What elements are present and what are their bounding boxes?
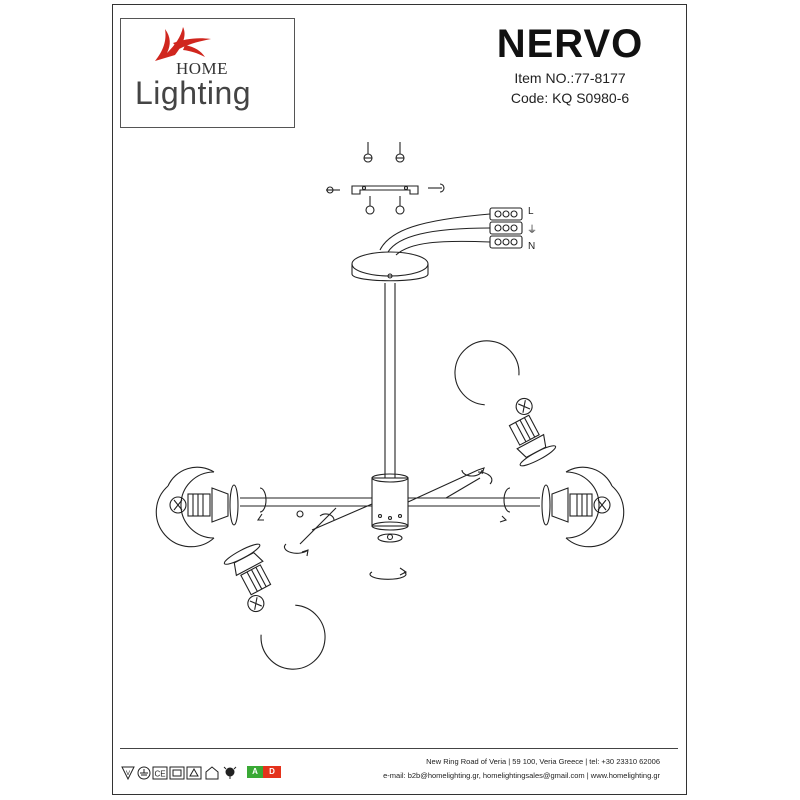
voltage-icon: V [121, 766, 135, 781]
product-code: Code: KQ S0980-6 [510, 90, 630, 106]
footer-contact: e-mail: b2b@homelighting.gr, homelightin… [383, 771, 660, 780]
mounting-bracket [351, 185, 419, 195]
down-rod [384, 283, 396, 478]
lamp-upper-right [454, 340, 557, 467]
horizontal-arm [240, 497, 540, 507]
energy-class-from: A [247, 766, 263, 778]
footer-divider [120, 748, 678, 749]
document-frame [112, 4, 687, 795]
wire-label-live: L [528, 206, 534, 217]
earth-icon [137, 766, 151, 780]
flame-logo-icon [155, 27, 211, 61]
product-title: NERVO [496, 22, 644, 66]
diagonal-arm [299, 469, 481, 545]
center-hub [371, 473, 409, 531]
indoor-icon [205, 766, 219, 780]
brand-lighting-text: Lighting [135, 75, 252, 111]
ceiling-canopy [351, 251, 429, 282]
brand-home-text: HOME [176, 59, 229, 78]
class-icon [169, 766, 185, 780]
ce-mark-icon: CE [152, 766, 168, 780]
footer-address: New Ring Road of Veria | 59 100, Veria G… [426, 757, 660, 766]
screw-icon [363, 142, 373, 163]
wires [379, 213, 491, 256]
certification-icons: V CE [121, 766, 237, 781]
screw-icon [365, 196, 375, 215]
screw-icon [428, 183, 445, 193]
terminal-block [489, 207, 523, 249]
rotation-arrow-icon [461, 467, 493, 485]
rotation-arrow-icon [283, 513, 335, 557]
energy-class-to: D [263, 766, 281, 778]
wire-label-earth: ⏚ [527, 225, 537, 236]
item-number: Item NO.:77-8177 [514, 70, 626, 86]
lamp-left [155, 466, 304, 548]
finial [369, 533, 408, 580]
wire-label-neutral: N [528, 241, 536, 252]
bulb-icon [223, 766, 237, 779]
screw-icon [395, 142, 405, 163]
lamp-lower-left [223, 543, 326, 670]
svg-text:CE: CE [155, 770, 166, 779]
mounting-hardware [326, 142, 445, 215]
screw-icon [395, 196, 405, 215]
screw-icon [326, 186, 340, 194]
lamp-right [499, 466, 625, 548]
brand-logo: HOME Lighting [120, 18, 295, 128]
svg-text:V: V [126, 771, 130, 777]
recycle-icon [186, 766, 202, 780]
